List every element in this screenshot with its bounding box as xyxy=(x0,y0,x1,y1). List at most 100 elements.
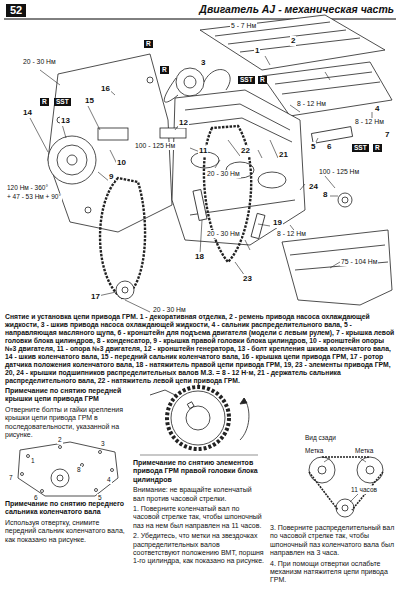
small-label: 11 часов xyxy=(350,486,378,494)
page-number: 52 xyxy=(6,4,26,17)
engine-exploded-view-part xyxy=(193,189,207,220)
note-text: Отверните болты и гайки крепления крышки… xyxy=(5,406,127,440)
callout-number: 15 xyxy=(84,96,95,106)
callout-number: 13 xyxy=(60,116,71,126)
callout-number: 22 xyxy=(240,146,251,156)
rear-view-timing-marks-part xyxy=(324,458,366,502)
small-label: + 47 - 53 Нм + 90° xyxy=(6,193,62,201)
callout-number: 9 xyxy=(108,172,114,182)
engine-exploded-view-part xyxy=(258,172,286,188)
tool-badge: R xyxy=(144,40,153,48)
timing-cover-bolt-sequence-part xyxy=(18,442,118,496)
rear-view-timing-marks-part xyxy=(309,457,335,483)
rear-view-timing-marks xyxy=(309,457,383,517)
callout-number: 24 xyxy=(308,182,319,192)
note-text: 3. Поверните распределительный вал по ча… xyxy=(270,524,395,558)
callout-number: 1 xyxy=(254,46,260,56)
torque-value: 8 - 12 Нм xyxy=(276,230,307,238)
callout-number: 17 xyxy=(90,292,101,302)
small-label: 7 xyxy=(8,474,14,482)
tool-badge: R xyxy=(258,76,267,84)
callout-number: 12 xyxy=(178,118,189,128)
engine-exploded-view xyxy=(30,15,392,312)
figure-caption: Снятие и установка цепи привода ГРМ. 1 -… xyxy=(5,313,395,385)
note-text: Используя отвертку, снимите передний сал… xyxy=(5,519,127,544)
tool-badge: R xyxy=(160,66,169,74)
torque-value: 20 - 30 Нм xyxy=(206,230,241,238)
small-label: 3 xyxy=(100,440,106,448)
torque-value: 100 - 125 Нм xyxy=(134,142,176,150)
small-label: Метка xyxy=(354,447,374,455)
small-label: 4 xyxy=(106,476,112,484)
crankshaft-sprocket-view-part xyxy=(171,391,225,445)
engine-exploded-view-part xyxy=(176,68,204,96)
engine-exploded-view-part xyxy=(262,62,392,116)
crankshaft-sprocket-view xyxy=(140,387,258,455)
callout-number: 16 xyxy=(100,84,111,94)
tool-badge: R xyxy=(40,98,49,106)
crankshaft-sprocket-view-part xyxy=(140,455,258,456)
callout-number: 4 xyxy=(374,104,380,114)
engine-exploded-view-part xyxy=(172,90,305,245)
engine-exploded-view-part xyxy=(30,56,372,312)
engine-exploded-view-part xyxy=(200,15,385,70)
tool-badge: SST xyxy=(54,98,71,106)
engine-exploded-view-part xyxy=(147,77,153,83)
engine-exploded-view-part xyxy=(98,128,128,140)
engine-exploded-view-part xyxy=(204,126,251,262)
small-label: 8 xyxy=(76,466,82,474)
header-rule xyxy=(4,19,396,20)
engine-exploded-view-part xyxy=(48,136,96,184)
note-heading: Примечание по снятию переднего сальника … xyxy=(5,500,127,517)
crankshaft-sprocket-view-part xyxy=(150,390,249,440)
callout-number: 21 xyxy=(278,150,289,160)
note-heading: Примечание по снятию элементов привода Г… xyxy=(133,459,265,484)
note-text: 4. При помощи отвертки ослабьте механизм… xyxy=(270,560,395,585)
note-text: Внимание: не вращайте коленчатый вал про… xyxy=(133,486,265,503)
small-label: 1 xyxy=(30,457,36,465)
timing-cover-bolt-sequence-part xyxy=(95,489,98,492)
rear-view-timing-marks-part xyxy=(366,466,374,474)
header-rule-part xyxy=(4,19,396,20)
timing-cover-bolt-sequence xyxy=(18,442,118,496)
engine-exploded-view-part xyxy=(100,178,145,298)
engine-exploded-view-part xyxy=(311,127,352,144)
engine-exploded-view-part xyxy=(251,213,265,238)
callout-number: 8 xyxy=(322,190,328,200)
callout-number: 7 xyxy=(384,130,390,140)
engine-exploded-view-part xyxy=(85,207,91,213)
tool-badge: SST xyxy=(238,76,255,84)
torque-value: 8 - 12 Нм xyxy=(296,100,327,108)
callout-number: 6 xyxy=(326,142,332,152)
callout-number: 2 xyxy=(290,36,296,46)
small-label: 120 Нм - 360° xyxy=(6,184,49,192)
torque-value: 20 - 30 Нм xyxy=(152,306,187,314)
callout-number: 23 xyxy=(242,274,253,284)
timing-cover-bolt-sequence-part xyxy=(51,469,69,487)
rear-view-timing-marks-part xyxy=(342,505,348,511)
engine-exploded-view-part xyxy=(275,72,380,94)
page-header: Двигатель AJ - механическая часть xyxy=(199,3,394,16)
engine-exploded-view-part xyxy=(57,145,87,175)
callout-number: 18 xyxy=(194,252,205,262)
engine-exploded-view-part xyxy=(184,76,196,88)
timing-cover-bolt-sequence-part xyxy=(111,469,114,472)
small-label: Вид сзади xyxy=(304,434,337,442)
torque-value: 20 - 30 Нм xyxy=(206,170,241,178)
tool-badge: SST xyxy=(352,144,369,152)
tool-badge: R xyxy=(373,144,382,152)
torque-value: 5 - 7 Нм xyxy=(230,22,257,30)
crankshaft-sprocket-view-part xyxy=(187,402,194,409)
crankshaft-sprocket-view-part xyxy=(186,406,210,430)
callout-number: 14 xyxy=(22,108,33,118)
engine-exploded-view-part xyxy=(342,197,348,203)
rear-view-timing-marks-part xyxy=(309,457,383,510)
callout-number: 3 xyxy=(200,58,206,68)
engine-exploded-view-part xyxy=(122,287,128,293)
callout-number: 11 xyxy=(198,146,208,156)
rear-view-timing-marks-part xyxy=(318,466,326,474)
note-text: 1. Поверните коленчатый вал по часовой с… xyxy=(133,505,265,530)
torque-value: 20 - 30 Нм xyxy=(22,58,57,66)
timing-cover-bolt-sequence-part xyxy=(21,473,24,476)
